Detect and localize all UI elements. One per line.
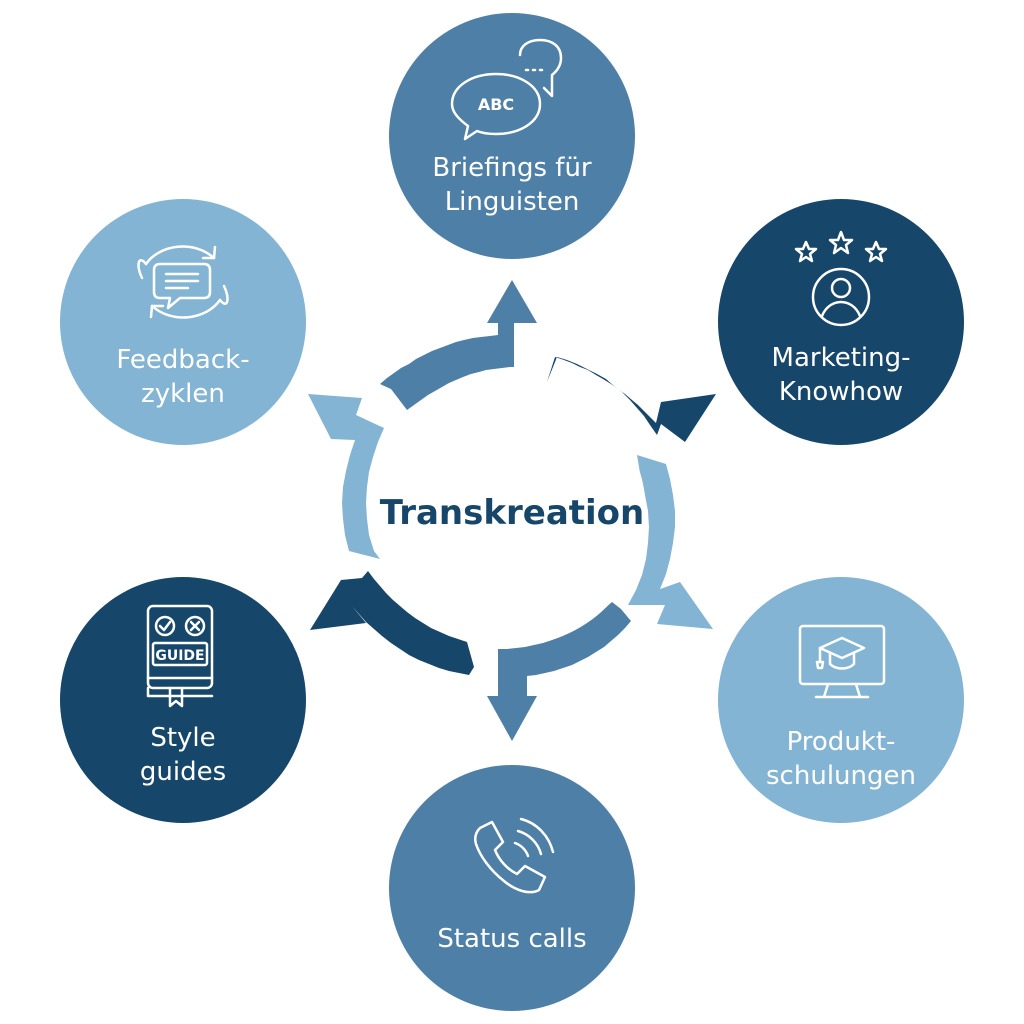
node-briefings-line1: Briefings für	[432, 153, 592, 183]
node-marketing-line1: Marketing-	[772, 343, 911, 373]
arrow-to-produkt	[628, 455, 713, 629]
node-status-line1: Status calls	[437, 924, 586, 954]
node-produkt-line1: Produkt-	[787, 727, 896, 757]
node-briefings: ABC Briefings für Linguisten	[389, 13, 635, 259]
icon-guide-text: GUIDE	[155, 648, 204, 664]
node-status: Status calls	[389, 765, 635, 1011]
phone-call-icon	[473, 817, 555, 894]
node-produkt-line2: schulungen	[766, 761, 916, 791]
icon-abc-text: ABC	[478, 95, 514, 114]
speech-bubbles-abc-icon: ABC	[450, 38, 563, 141]
center-circle	[378, 378, 646, 646]
node-marketing-circle	[718, 199, 964, 445]
cycle-arrows	[308, 280, 716, 741]
node-style-line2: guides	[140, 757, 226, 787]
node-feedback-line1: Feedback-	[116, 345, 249, 375]
node-feedback-circle	[60, 199, 306, 445]
node-feedback-line2: zyklen	[141, 379, 225, 409]
person-stars-icon	[794, 230, 888, 327]
node-style: GUIDE Style guides	[60, 577, 306, 823]
node-style-line1: Style	[150, 723, 215, 753]
arrow-to-marketing	[547, 357, 716, 442]
center-hub: Transkreation	[378, 378, 646, 646]
node-produkt-circle	[718, 577, 964, 823]
node-feedback: Feedback- zyklen	[60, 199, 306, 445]
feedback-cycle-icon	[137, 245, 229, 319]
arrow-to-briefings	[380, 280, 537, 410]
guide-book-icon: GUIDE	[146, 604, 214, 708]
arrow-to-style	[310, 571, 474, 675]
node-marketing-line2: Knowhow	[779, 377, 903, 407]
node-marketing: Marketing- Knowhow	[718, 199, 964, 445]
node-produkt: Produkt- schulungen	[718, 577, 964, 823]
center-title: Transkreation	[380, 493, 644, 533]
arrow-to-status	[487, 602, 631, 741]
node-briefings-line2: Linguisten	[445, 187, 580, 217]
node-briefings-circle	[389, 13, 635, 259]
arrow-to-feedback	[308, 394, 384, 559]
monitor-graduation-cap-icon	[798, 624, 886, 699]
